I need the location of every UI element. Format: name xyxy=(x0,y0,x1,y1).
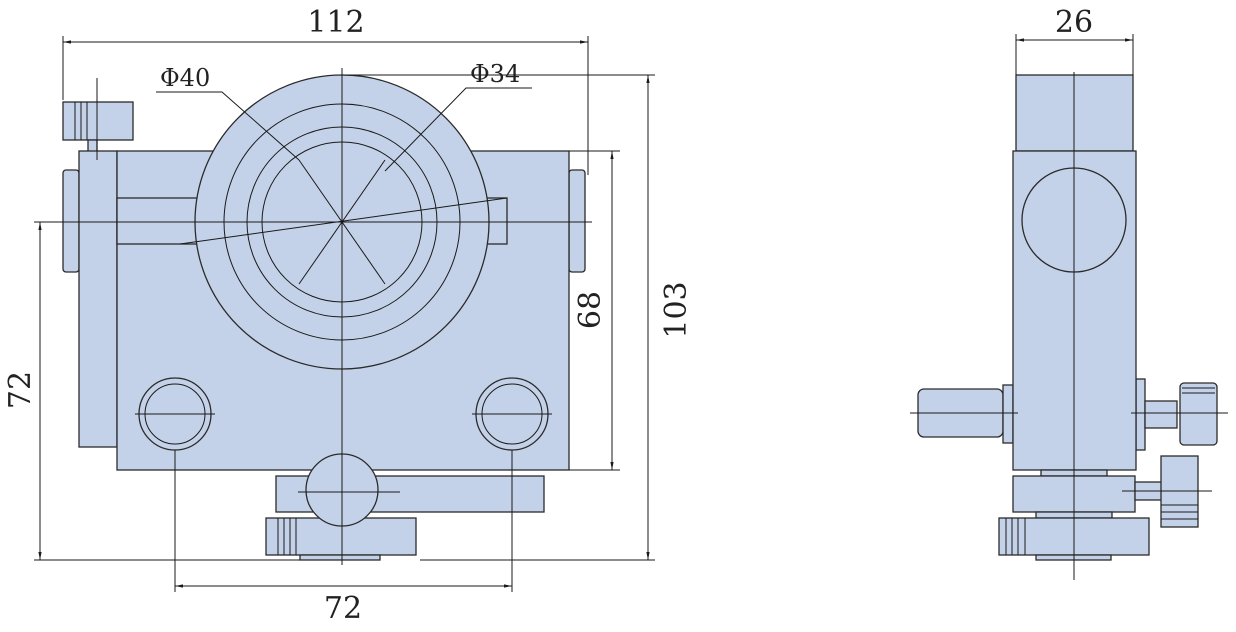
left-knob xyxy=(62,169,80,273)
dim-total-height: 103 xyxy=(659,281,694,338)
dim-depth: 26 xyxy=(1055,5,1093,40)
dim-body-height: 68 xyxy=(573,291,608,329)
dim-outer-diameter: Φ40 xyxy=(160,64,210,92)
dim-axis-height: 72 xyxy=(3,371,38,409)
right-knob xyxy=(568,169,586,273)
dim-inner-diameter: Φ34 xyxy=(470,60,520,88)
dim-width: 112 xyxy=(307,5,364,40)
left-plate xyxy=(78,150,118,448)
side-view: 26 xyxy=(910,5,1228,580)
top-adjust-knob xyxy=(62,101,134,141)
side-knob xyxy=(1179,382,1218,446)
front-view: 112 Φ40 Φ34 68 103 72 72 xyxy=(3,5,694,626)
dim-hole-spacing: 72 xyxy=(324,591,362,626)
